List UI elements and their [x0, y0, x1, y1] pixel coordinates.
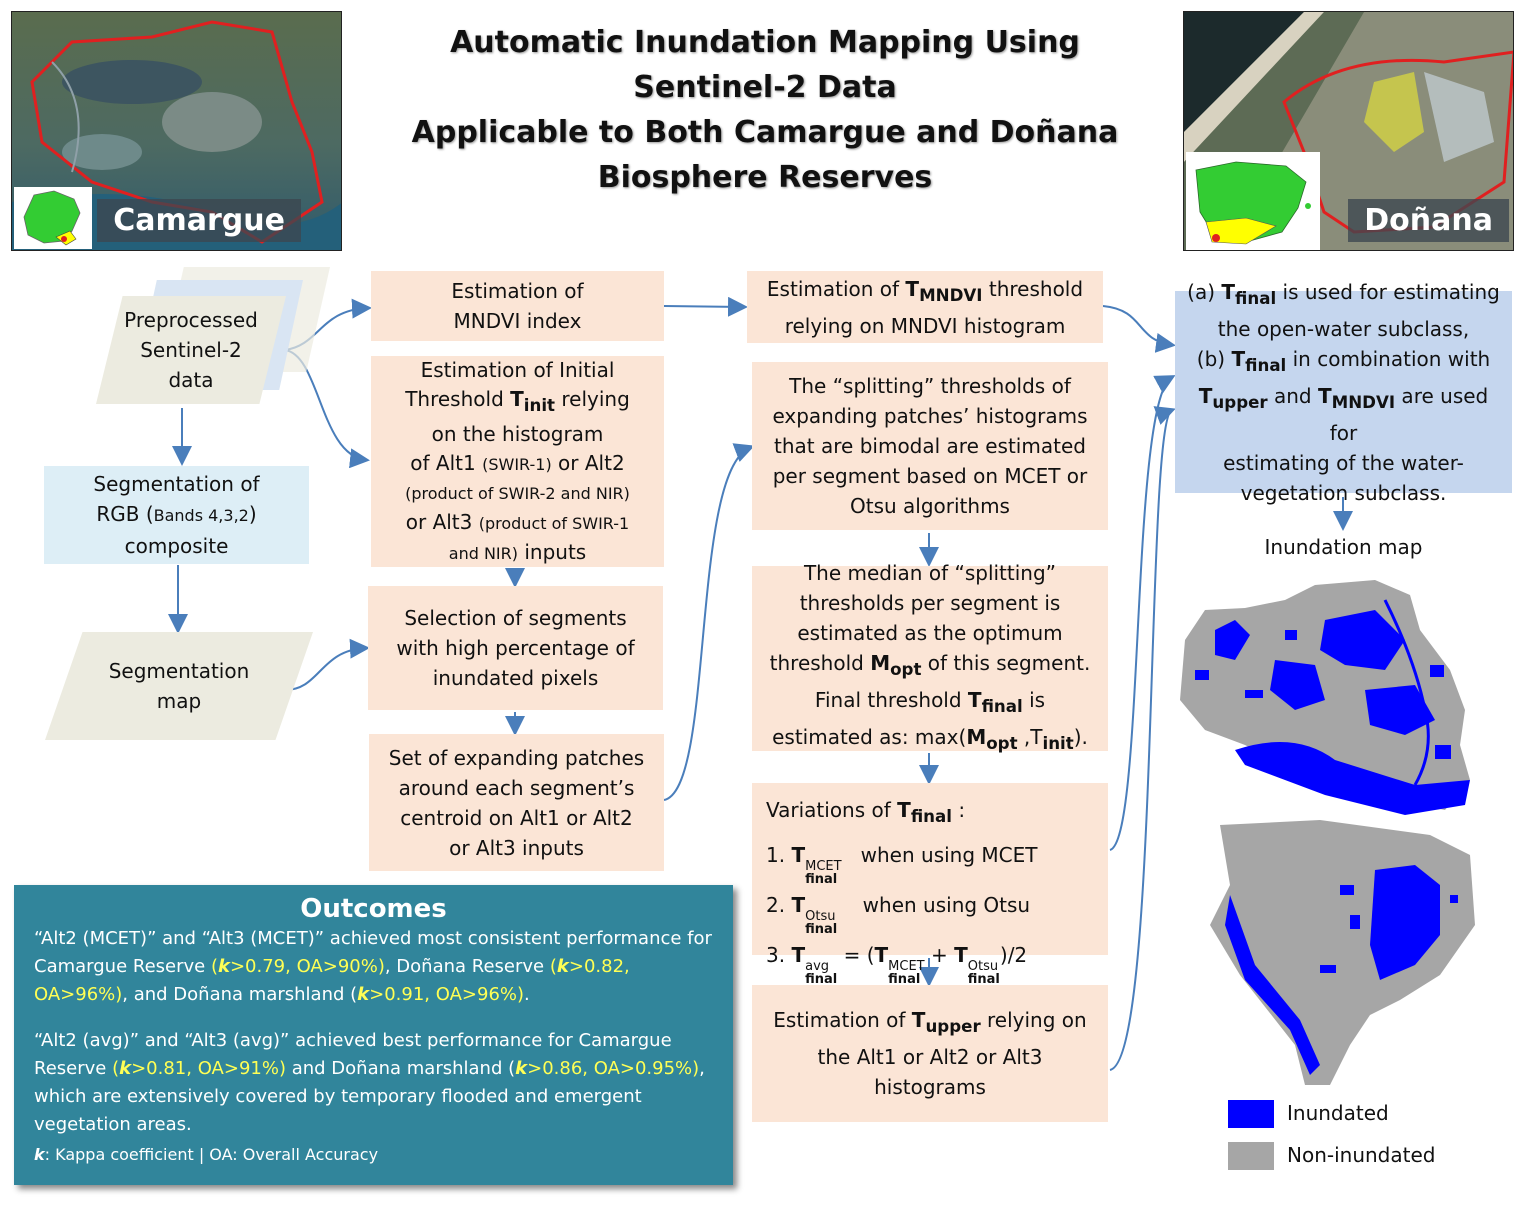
camargue-label: Camargue [97, 199, 301, 242]
input-text: Segmentation [108, 659, 250, 683]
box-text: Set of expanding patches [388, 745, 645, 770]
box-text: threshold Mopt of this segment. [769, 651, 1091, 679]
title-line: Sentinel-2 Data [633, 70, 897, 105]
legend-swatch-inundated [1228, 1100, 1274, 1128]
box-text: or Alt3 (product of SWIR-1 [405, 509, 630, 534]
box-text: Estimation of Initial [420, 357, 615, 382]
donana-label: Doñana [1348, 199, 1509, 242]
mndvi-threshold-box: Estimation of TMNDVI threshold relying o… [747, 271, 1103, 343]
donana-satellite-map: Doñana [1183, 11, 1514, 251]
box-text: vegetation subclass. [1240, 480, 1447, 505]
arrow-mndvi-to-threshold [663, 296, 748, 317]
title-line: Applicable to Both Camargue and Doñana [411, 115, 1119, 150]
splitting-thresholds-box: The “splitting” thresholds of expanding … [752, 362, 1108, 530]
camargue-satellite-map: Camargue [11, 11, 342, 251]
box-text: MNDVI index [453, 309, 582, 333]
box-text: the Alt1 or Alt2 or Alt3 [817, 1045, 1043, 1069]
segmentation-box: Segmentation of RGB (Bands 4,3,2) compos… [44, 466, 309, 564]
segmentation-map-input: Segmentation map [45, 632, 313, 740]
france-inset-map [14, 187, 92, 249]
box-text: Selection of segments [404, 606, 627, 630]
box-text: Variations of Tfinal : [766, 798, 966, 826]
box-text: centroid on Alt1 or Alt2 [400, 805, 633, 830]
box-text: estimating of the water- [1223, 450, 1464, 475]
spain-inset-map [1186, 152, 1320, 250]
france-map-icon [23, 190, 81, 246]
box-text: and NIR) inputs [448, 539, 587, 564]
box-text: or Alt3 inputs [449, 835, 584, 860]
box-text: expanding patches’ histograms [772, 404, 1088, 428]
box-text: Threshold Tinit relying [405, 386, 630, 415]
page-title: Automatic Inundation Mapping Using Senti… [380, 20, 1150, 200]
inundation-map-title: Inundation map [1264, 535, 1423, 559]
box-text: The “splitting” thresholds of [789, 374, 1071, 398]
box-text: on the histogram [431, 421, 604, 446]
upper-threshold-box: Estimation of Tupper relying on the Alt1… [752, 985, 1108, 1122]
box-text: estimated as: max(Mopt ,Tinit). [772, 725, 1088, 753]
camargue-inundation-map [1180, 580, 1470, 815]
median-threshold-box: The median of “splitting” thresholds per… [752, 561, 1108, 753]
box-text: per segment based on MCET or [772, 464, 1088, 488]
box-text: inundated pixels [432, 666, 599, 690]
arrow-upper-to-final [1109, 406, 1176, 1071]
input-text: data [168, 368, 214, 392]
legend-swatch-non-inundated [1228, 1142, 1274, 1170]
expanding-patches-box: Set of expanding patches around each seg… [369, 734, 664, 871]
arrow-patches-to-splitting [663, 443, 755, 801]
initial-threshold-box: Estimation of Initial Threshold Tinit re… [371, 356, 664, 567]
outcomes-panel: Outcomes “Alt2 (MCET)” and “Alt3 (MCET)”… [14, 885, 733, 1185]
final-threshold-usage-box: (a) Tfinal is used for estimating the op… [1175, 280, 1512, 505]
spain-map-icon [1195, 161, 1311, 245]
donana-inundation-map [1210, 820, 1475, 1085]
box-text: histograms [874, 1075, 986, 1099]
preprocessed-data-input: Preprocessed Sentinel-2 data [96, 296, 286, 404]
legend-label-non-inundated: Non-inundated [1287, 1143, 1436, 1167]
input-text: map [156, 689, 202, 713]
box-text: Otsu algorithms [850, 494, 1010, 518]
title-line: Biosphere Reserves [597, 160, 933, 195]
box-text: thresholds per segment is [799, 591, 1061, 615]
box-text: with high percentage of [396, 636, 635, 660]
box-text: (product of SWIR-2 and NIR) [405, 483, 630, 503]
outcomes-paragraph-1: “Alt2 (MCET)” and “Alt3 (MCET)” achieved… [34, 928, 712, 1005]
box-text: (b) Tfinal in combination with [1196, 346, 1491, 375]
box-text: The median of “splitting” [803, 561, 1057, 585]
box-text: Estimation of Tupper relying on [773, 1008, 1087, 1036]
box-text: composite [124, 534, 229, 558]
input-text: Preprocessed [124, 308, 258, 332]
arrow-to-selection [284, 638, 370, 691]
box-text: around each segment’s [398, 775, 635, 800]
box-text: the open-water subclass, [1217, 316, 1470, 341]
box-text: Tupper and TMNDVI are used for [1198, 383, 1489, 445]
box-text: relying on MNDVI histogram [784, 313, 1066, 338]
box-text: Estimation of TMNDVI threshold [766, 276, 1084, 305]
legend-label-inundated: Inundated [1287, 1101, 1389, 1125]
box-text: RGB (Bands 4,3,2) [96, 502, 257, 526]
box-text: Segmentation of [93, 472, 260, 496]
outcomes-title: Outcomes [300, 894, 447, 924]
box-text: Estimation of [451, 279, 584, 303]
segment-selection-box: Selection of segments with high percenta… [368, 586, 663, 710]
mndvi-index-box: Estimation of MNDVI index [371, 271, 664, 341]
arrow-mndvi-threshold-to-final [1102, 305, 1176, 353]
outcomes-footnote: k: Kappa coefficient | OA: Overall Accur… [34, 1145, 379, 1164]
input-text: Sentinel-2 [140, 338, 242, 362]
box-text: Final threshold Tfinal is [814, 688, 1046, 716]
box-text: (a) Tfinal is used for estimating [1187, 279, 1500, 308]
box-text: estimated as the optimum [797, 621, 1063, 645]
title-line: Automatic Inundation Mapping Using [450, 25, 1080, 60]
outcomes-paragraph-2: “Alt2 (avg)” and “Alt3 (avg)” achieved b… [34, 1030, 705, 1135]
box-text: of Alt1 (SWIR-1) or Alt2 [410, 450, 625, 475]
box-text: that are bimodal are estimated [774, 434, 1086, 458]
